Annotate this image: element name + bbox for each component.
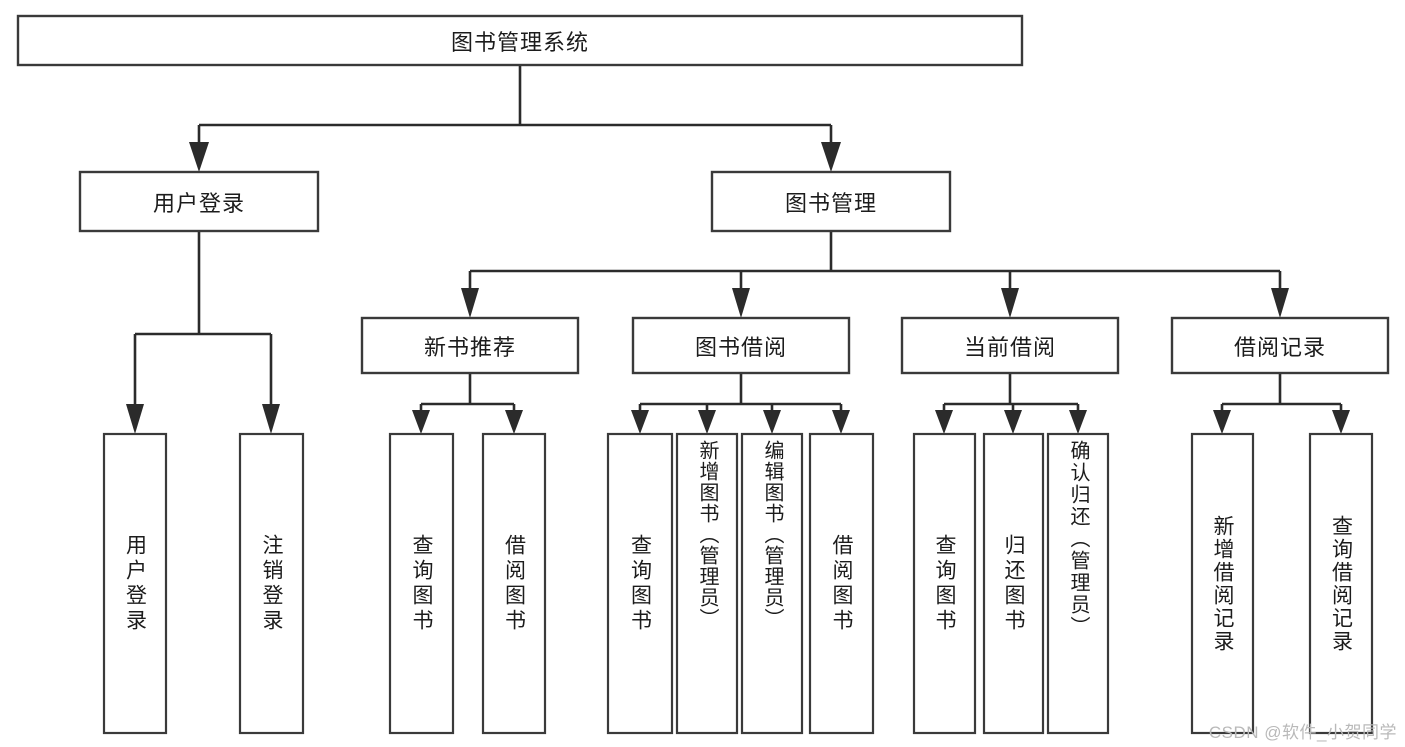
arrow-head-icon <box>1004 410 1022 434</box>
leaf-node[interactable] <box>1308 432 1374 735</box>
leaf-node[interactable] <box>982 432 1045 735</box>
node-book-management[interactable] <box>710 170 952 233</box>
arrow-head-icon <box>732 288 750 318</box>
connector-userlogin-to-leaves <box>126 231 280 434</box>
arrow-head-icon <box>262 404 280 434</box>
connector-newbook-to-leaves <box>412 373 523 434</box>
leaf-node[interactable] <box>606 432 674 735</box>
arrow-head-icon <box>461 288 479 318</box>
arrow-head-icon <box>698 410 716 434</box>
connector-record-to-leaves <box>1213 373 1350 434</box>
arrow-head-icon <box>832 410 850 434</box>
leaf-node[interactable] <box>912 432 977 735</box>
arrow-head-icon <box>505 410 523 434</box>
leaf-node[interactable] <box>1190 432 1255 735</box>
arrow-head-icon <box>631 410 649 434</box>
node-root[interactable] <box>16 14 1024 67</box>
connector-root-to-level2 <box>189 65 841 172</box>
connector-bookmgmt-to-level3 <box>461 231 1289 318</box>
node-book-borrow[interactable] <box>631 316 851 375</box>
arrow-head-icon <box>412 410 430 434</box>
leaf-node[interactable] <box>388 432 455 735</box>
arrow-head-icon <box>1069 410 1087 434</box>
leaf-node[interactable] <box>1046 432 1110 735</box>
arrow-head-icon <box>126 404 144 434</box>
arrow-head-icon <box>1271 288 1289 318</box>
arrow-head-icon <box>189 142 209 172</box>
leaf-node[interactable] <box>481 432 547 735</box>
connector-current-to-leaves <box>935 373 1087 434</box>
node-new-book-recommend[interactable] <box>360 316 580 375</box>
leaf-node[interactable] <box>740 432 804 735</box>
connector-borrow-to-leaves <box>631 373 850 434</box>
arrow-head-icon <box>1001 288 1019 318</box>
arrow-head-icon <box>1332 410 1350 434</box>
arrow-head-icon <box>821 142 841 172</box>
node-current-borrow[interactable] <box>900 316 1120 375</box>
leaf-node[interactable] <box>102 432 168 735</box>
leaf-node[interactable] <box>808 432 875 735</box>
node-user-login[interactable] <box>78 170 320 233</box>
leaf-node[interactable] <box>238 432 305 735</box>
leaf-node[interactable] <box>675 432 739 735</box>
arrow-head-icon <box>935 410 953 434</box>
node-borrow-record[interactable] <box>1170 316 1390 375</box>
watermark-text: CSDN @软件_小贺同学 <box>1208 723 1397 742</box>
arrow-head-icon <box>763 410 781 434</box>
arrow-head-icon <box>1213 410 1231 434</box>
